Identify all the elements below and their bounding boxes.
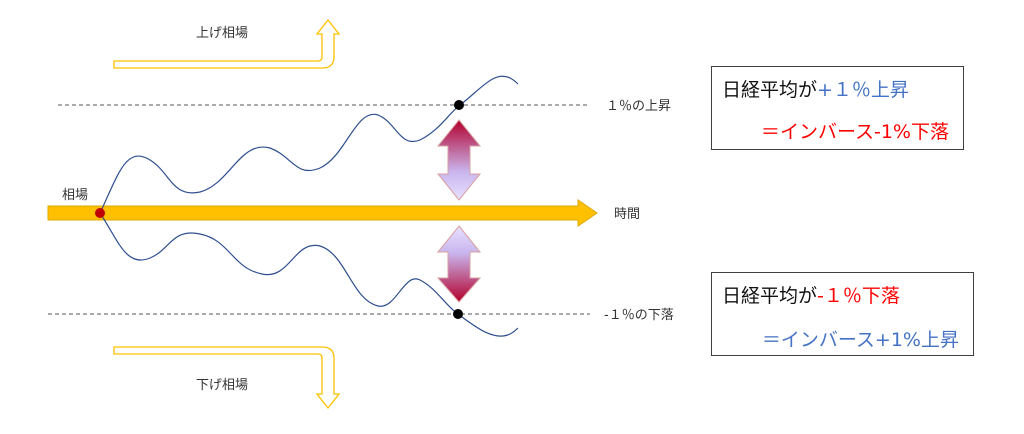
box-down-equals: ＝ <box>761 329 781 351</box>
vertical-double-arrow-icon <box>436 225 482 303</box>
market-start-point <box>95 208 105 218</box>
box-up-prefix: 日経平均が <box>722 79 818 101</box>
box-down-line2: ＝インバース+1%上昇 <box>762 325 959 352</box>
box-down-prefix: 日経平均が <box>722 285 818 307</box>
box-up-line2: ＝インバース-1%下落 <box>761 117 949 144</box>
falling-price-curve <box>99 212 519 337</box>
time-axis-arrow <box>47 199 598 227</box>
box-up-line1: 日経平均が+１％上昇 <box>722 75 909 102</box>
minus-one-percent-point <box>453 309 463 319</box>
box-up-equals: ＝ <box>760 121 780 143</box>
bull-market-label: 上げ相場 <box>196 26 248 41</box>
curved-up-arrow-icon <box>113 18 341 69</box>
box-down-result: インバース+1%上昇 <box>780 329 959 351</box>
rising-price-curve <box>99 75 519 214</box>
plus-one-percent-label: １％の上昇 <box>606 99 671 114</box>
plus-one-percent-point <box>454 100 464 110</box>
plus-one-percent-box: 日経平均が+１％上昇 ＝インバース-1%下落 <box>711 66 964 150</box>
time-axis-label: 時間 <box>614 207 640 222</box>
curved-down-arrow-icon <box>113 346 341 410</box>
market-label: 相場 <box>62 188 88 203</box>
minus-one-percent-box: 日経平均が-１％下落 ＝インバース+1%上昇 <box>711 272 974 356</box>
box-up-change: +１％上昇 <box>817 79 909 101</box>
minus-one-percent-label: -１％の下落 <box>604 308 674 323</box>
box-down-change: -１％下落 <box>817 285 900 307</box>
bear-market-label: 下げ相場 <box>196 378 248 393</box>
vertical-double-arrow-icon <box>436 119 482 201</box>
box-down-line1: 日経平均が-１％下落 <box>722 281 900 308</box>
box-up-result: インバース-1%下落 <box>779 121 949 143</box>
